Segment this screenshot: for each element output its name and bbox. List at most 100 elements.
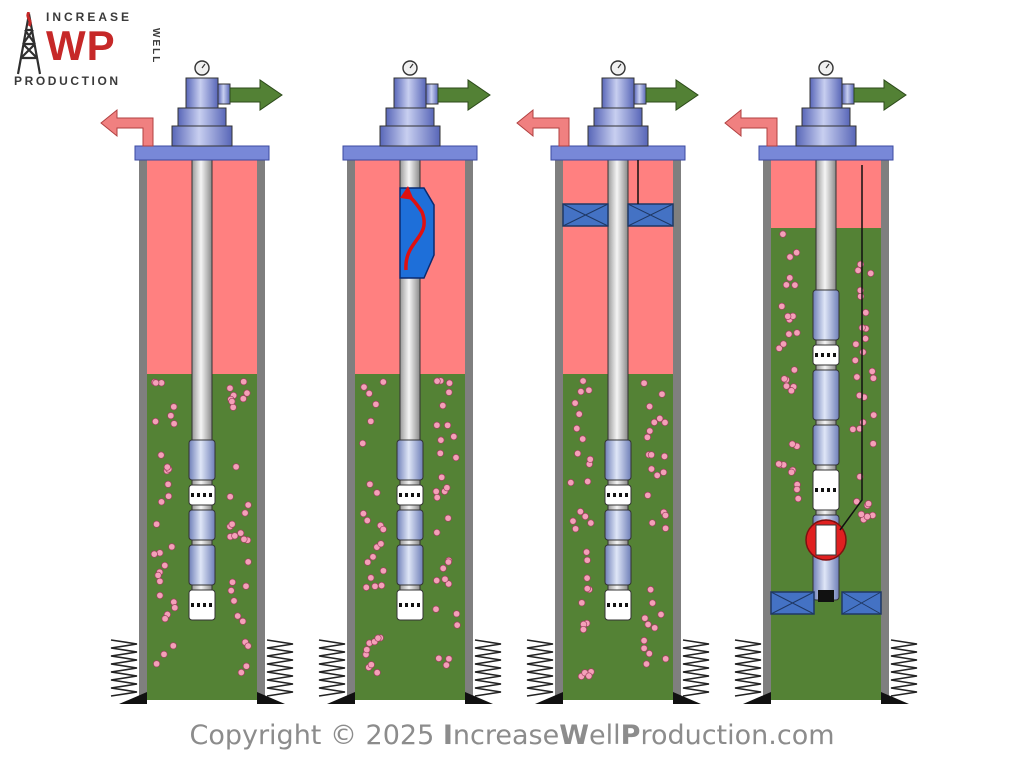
pump-section (188, 589, 216, 621)
gas-bubble (583, 574, 591, 582)
gas-bubble (794, 495, 802, 503)
pump-section (188, 544, 216, 586)
gas-bubble (366, 480, 374, 488)
gas-bubble (373, 669, 381, 677)
intake-port (209, 603, 212, 607)
gas-bubble (572, 525, 580, 533)
gas-bubble (161, 615, 169, 623)
pump-section (812, 424, 840, 466)
gas-bubble (237, 668, 245, 677)
gas-bubble (169, 642, 177, 650)
formation-spring-right (682, 639, 710, 697)
intake-port (203, 493, 206, 497)
casing-wall-left (139, 158, 147, 700)
intake-port (827, 353, 830, 357)
gas-bubbles (150, 378, 252, 677)
gas-bubble (578, 599, 586, 607)
gas-bubble (167, 412, 175, 420)
copyright-initial-i: I (442, 720, 453, 751)
gas-bubble (779, 340, 788, 348)
gas-bubble (851, 356, 859, 364)
intake-port (821, 488, 824, 492)
intake-port (833, 353, 836, 357)
gas-bubble (241, 509, 249, 517)
gas-bubble (782, 281, 790, 289)
gas-bubble (161, 561, 169, 570)
gas-bubble (243, 389, 251, 397)
intake-port (405, 603, 408, 607)
gas-bubble (438, 473, 446, 481)
gas-bubble (239, 395, 247, 403)
tailpipe (818, 590, 834, 602)
gas-bubble (433, 421, 441, 429)
intake-port (417, 493, 420, 497)
pump-section (188, 509, 216, 541)
gas-bubbles (567, 377, 670, 680)
flow-arrow-icon (400, 186, 414, 200)
copyright-prefix: Copyright © 2025 (189, 720, 443, 751)
gas-bubble (374, 634, 382, 642)
gas-bubble (787, 468, 796, 476)
pump-section (604, 544, 632, 586)
gas-bubble (367, 661, 375, 669)
base-wedge-left (327, 692, 355, 704)
intake-port (815, 488, 818, 492)
gas-bubble (369, 553, 377, 561)
pump-section (812, 469, 840, 511)
gas-bubble (646, 427, 654, 435)
gas-bubble (581, 512, 589, 521)
wellhead-valve (177, 107, 227, 127)
intake-port (405, 493, 408, 497)
formation-spring-left (526, 639, 554, 697)
well-2 (318, 60, 502, 704)
gas-bubble (439, 402, 447, 410)
gas-bubble (647, 586, 655, 594)
gas-bubble (242, 662, 250, 670)
wellhead-tee (185, 77, 219, 109)
casing-wall-right (257, 158, 265, 700)
pump-assembly (604, 439, 632, 621)
gas-bubble (647, 465, 656, 473)
copyright-text-ell: ell (589, 720, 621, 751)
production-outlet-arrow (853, 79, 907, 111)
gas-bubble (373, 489, 381, 497)
copyright-initial-w: W (559, 720, 590, 751)
gas-bubble (244, 501, 252, 509)
gas-bubble (371, 582, 379, 590)
gas-bubble (583, 556, 591, 564)
gas-bubble (151, 417, 160, 426)
intake-port (607, 493, 610, 497)
gas-bubble (165, 492, 173, 500)
gas-bubble (359, 439, 367, 447)
gas-bubble (864, 500, 873, 508)
gas-bubble (854, 266, 862, 274)
gas-bubble (640, 379, 648, 387)
pump-section (396, 509, 424, 541)
gas-bubble (445, 388, 453, 396)
wellhead (795, 60, 857, 147)
gas-bubble (785, 330, 793, 338)
casing-wall-left (347, 158, 355, 700)
gas-bubble (445, 379, 454, 387)
gas-bubble (160, 650, 168, 658)
gas-bubble (660, 468, 668, 476)
gas-bubble (660, 452, 669, 460)
formation-spring-left (110, 639, 138, 697)
pump-section (604, 484, 632, 506)
intake-port (399, 603, 402, 607)
base-wedge-left (119, 692, 147, 704)
gas-bubble (775, 460, 783, 468)
pump-section (812, 344, 840, 366)
copyright-text-domain: .com (768, 720, 835, 751)
pump-section (812, 369, 840, 421)
gas-bubble (230, 597, 238, 605)
gas-bubble (784, 312, 792, 320)
gas-bubble (644, 491, 652, 499)
wellhead-tee (809, 77, 843, 109)
gas-bubble (164, 480, 172, 488)
gas-bubble (642, 660, 651, 668)
pump-section (396, 484, 424, 506)
logo-text-top: INCREASE (46, 10, 133, 24)
gas-bubble (657, 610, 665, 619)
gas-bubble (793, 249, 801, 257)
